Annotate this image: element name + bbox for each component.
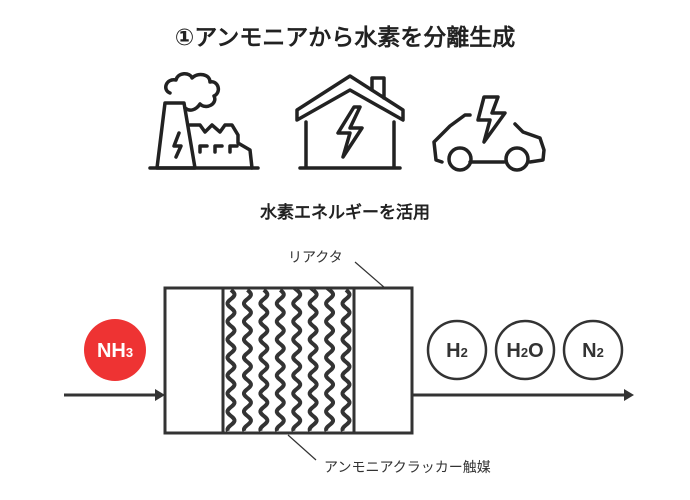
diagram-title: ①アンモニアから水素を分離生成 [175,24,516,51]
catalyst-wave [274,288,286,432]
factory-icon [148,72,260,170]
reactor-leader-line [354,261,386,289]
catalyst-wave [291,288,303,432]
output-h2o: H2O [494,319,556,381]
electric-car-icon [432,95,546,172]
input-nh3: NH3 [84,319,146,381]
catalyst-label: アンモニアクラッカー触媒 [324,460,491,476]
h2o-formula: H2O [506,340,543,362]
output-arrow [412,389,634,401]
catalyst-wave [258,288,270,432]
input-circle [84,319,146,381]
h2-formula: H2 [446,340,468,362]
nh3-formula: NH3 [97,340,133,362]
input-arrow [64,389,165,401]
catalyst-waves [225,288,352,432]
output-h2: H2 [426,319,488,381]
catalyst-wave [307,288,319,432]
catalyst-wave [324,288,336,432]
catalyst-wave [340,288,352,432]
catalyst-wave [225,288,237,432]
subtitle: 水素エネルギーを活用 [260,202,430,223]
catalyst-leader-line [287,434,317,461]
output-n2: N2 [562,319,624,381]
catalyst-wave [241,288,253,432]
reactor-label: リアクタ [288,250,343,266]
reactor [163,286,414,435]
house-icon [295,74,405,170]
n2-formula: N2 [582,340,604,362]
